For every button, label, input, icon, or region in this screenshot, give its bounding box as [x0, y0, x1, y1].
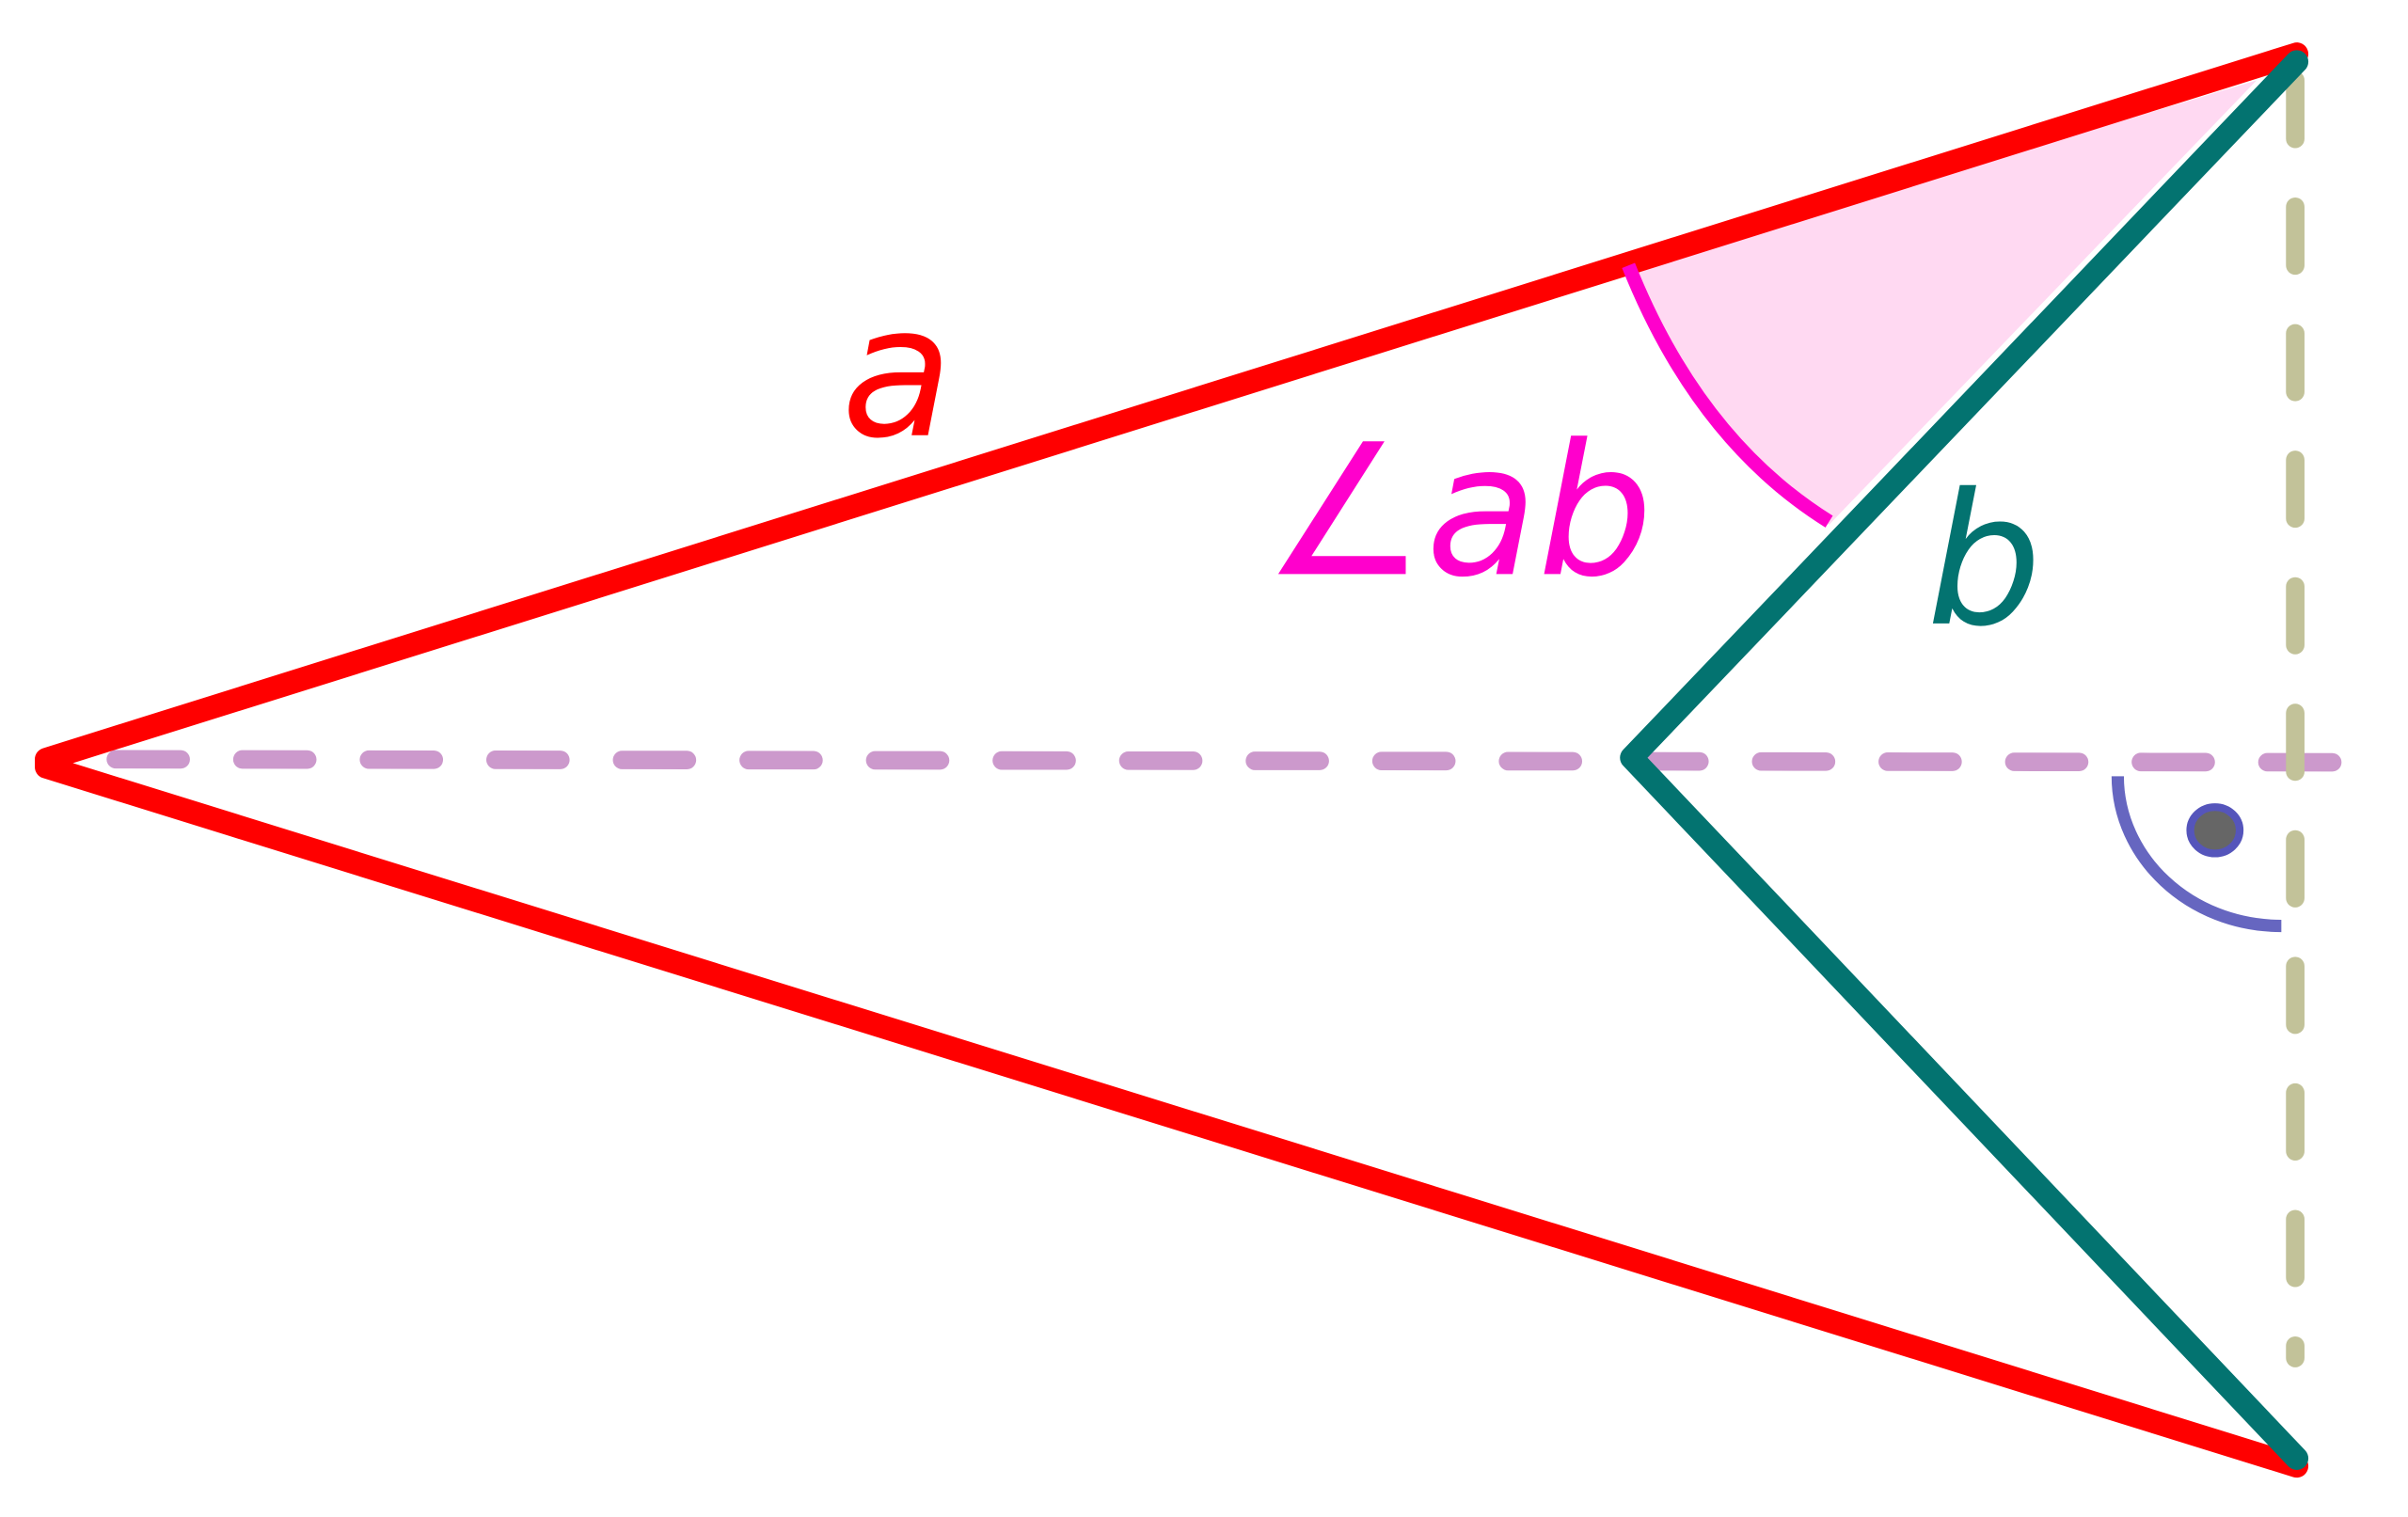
- horizontal-guide-line: [106, 750, 2379, 772]
- right-angle-arc: [2111, 776, 2282, 933]
- side-a-line: [35, 42, 2309, 1478]
- angle-arc: [1622, 262, 1833, 528]
- side-a-label: a: [841, 266, 953, 479]
- angle-sector-fill: [1628, 80, 2258, 525]
- right-angle-dot: [2186, 803, 2244, 858]
- side-b-line: [1620, 50, 2309, 1470]
- angle-label: ∠ab: [1262, 404, 1653, 617]
- side-b-label: b: [1926, 454, 2042, 667]
